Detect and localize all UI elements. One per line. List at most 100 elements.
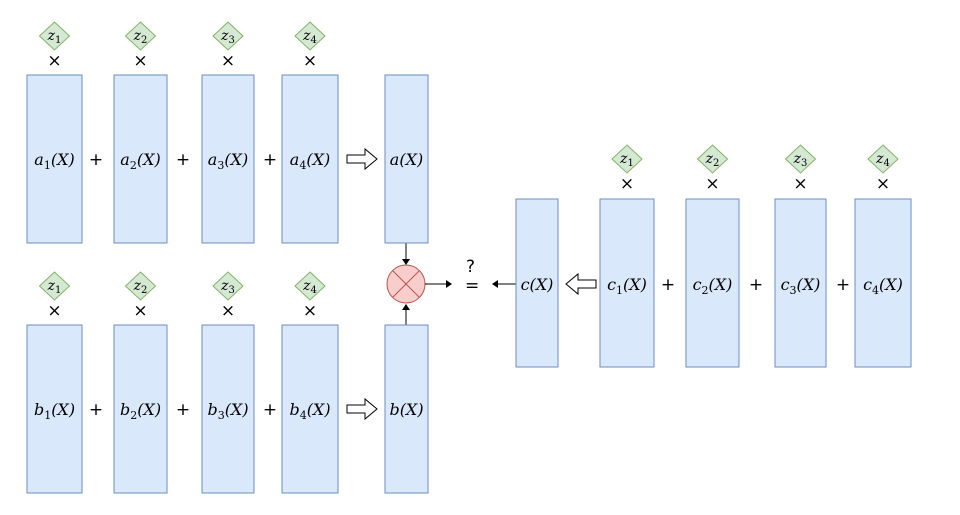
z2-label: z2 xyxy=(133,28,148,46)
plus-sign-1: + xyxy=(89,150,103,170)
z2-weight-diamond: z2 xyxy=(124,21,157,51)
c-result-column xyxy=(515,198,559,368)
b1-column xyxy=(26,324,83,494)
a1-label: a1(X) xyxy=(34,150,74,172)
b-result-column xyxy=(384,324,429,494)
c4-term: z4 × c4(X) xyxy=(854,144,912,368)
question-mark: ? xyxy=(466,257,475,277)
c-result: c(X) xyxy=(515,198,559,368)
arrow-up-icon xyxy=(402,304,410,310)
times-sign-4: × xyxy=(876,174,890,194)
equals-sign: = xyxy=(465,276,479,296)
z4-weight-diamond: z4 xyxy=(294,271,326,301)
z4-label: z4 xyxy=(302,28,317,46)
z2-label: z2 xyxy=(133,278,148,296)
times-sign-2: × xyxy=(133,301,147,321)
times-sign-2: × xyxy=(133,51,147,71)
c2-term: z2 × c2(X) xyxy=(685,144,740,368)
times-sign-1: × xyxy=(620,174,634,194)
b3-column xyxy=(201,324,255,494)
row-b: z1×b1(X)+z2×b2(X)+z3×b3(X)+z4×b4(X)b(X) xyxy=(26,271,429,494)
z1-label: z1 xyxy=(619,151,634,169)
a3-label: a3(X) xyxy=(208,150,248,172)
a-result-column xyxy=(384,74,429,244)
a4-term: z4×a4(X) xyxy=(281,21,339,244)
a-result: a(X) xyxy=(384,74,429,244)
c4-column xyxy=(854,198,912,368)
plus-sign-2: + xyxy=(749,275,763,295)
hollow-arrow-right-icon xyxy=(346,397,378,421)
b1-label: b1(X) xyxy=(34,400,75,422)
z3-weight-diamond: z3 xyxy=(784,144,817,174)
a1-column xyxy=(26,74,83,244)
z3-label: z3 xyxy=(220,278,235,296)
c2-label: c2(X) xyxy=(693,275,733,297)
arrow-right-icon xyxy=(446,280,452,288)
z1-label: z1 xyxy=(47,28,62,46)
b3-term: z3 × b3(X) xyxy=(201,271,255,494)
times-sign-2: × xyxy=(705,174,719,194)
z4-weight-diamond: z4 xyxy=(294,21,326,51)
b4-label: b4(X) xyxy=(289,400,330,422)
z4-label: z4 xyxy=(302,278,317,296)
c3-term: z3×c3(X) xyxy=(774,144,827,368)
z3-label: z3 xyxy=(220,28,235,46)
multiply-node xyxy=(386,264,426,304)
connectors xyxy=(402,243,516,325)
a1-term: z1 × a1(X) xyxy=(26,21,83,244)
b-result: b(X) xyxy=(384,324,429,494)
b1-term: z1× b1(X) xyxy=(26,271,83,494)
plus-sign-1: + xyxy=(89,400,103,420)
a2-term: z2×a2(X) xyxy=(113,21,168,244)
times-sign-4: × xyxy=(303,301,317,321)
b2-term: z2 × b2(X) xyxy=(113,271,168,494)
b2-column xyxy=(113,324,168,494)
c1-label: c1(X) xyxy=(607,275,647,297)
diagram-content: z1×a1(X)+z2×a2(X)+z3×a3(X)+z4×a4(X)a(X)z… xyxy=(26,21,912,494)
c1-term: z1 × c1(X) xyxy=(599,144,655,368)
z2-weight-diamond: z2 xyxy=(124,271,157,301)
times-sign-3: × xyxy=(221,51,235,71)
a4-label: a4(X) xyxy=(290,150,330,172)
plus-sign-3: + xyxy=(263,400,277,420)
a3-term: z3 × a3(X) xyxy=(201,21,255,244)
b3-label: b3(X) xyxy=(207,400,248,422)
a4-column xyxy=(281,74,339,244)
times-sign-1: × xyxy=(47,301,61,321)
z2-weight-diamond: z2 xyxy=(696,144,729,174)
b2-label: b2(X) xyxy=(120,400,161,422)
c1-column xyxy=(599,198,655,368)
c4-label: c4(X) xyxy=(863,275,903,297)
arrow-down-icon xyxy=(402,259,410,265)
z3-label: z3 xyxy=(793,151,808,169)
c-result-label: c(X) xyxy=(521,275,554,294)
times-sign-1: × xyxy=(47,51,61,71)
c3-column xyxy=(774,198,827,368)
c3-label: c3(X) xyxy=(781,275,821,297)
row-c: c(X) z1 × c1(X) + z2 × c2(X) + z3×c3(X) + z4 × c4(X) xyxy=(515,144,912,368)
b4-term: z4 × b4(X) xyxy=(281,271,339,494)
z3-weight-diamond: z3 xyxy=(212,271,244,301)
plus-sign-2: + xyxy=(176,150,190,170)
z2-label: z2 xyxy=(705,151,720,169)
row-a: z1×a1(X)+z2×a2(X)+z3×a3(X)+z4×a4(X)a(X) xyxy=(26,21,429,244)
plus-sign-3: + xyxy=(263,150,277,170)
times-sign-3: × xyxy=(221,301,235,321)
a-result-label: a(X) xyxy=(390,150,423,169)
z1-weight-diamond: z1 xyxy=(38,21,71,51)
plus-sign-2: + xyxy=(176,400,190,420)
a2-column xyxy=(113,74,168,244)
b-result-label: b(X) xyxy=(389,400,423,419)
z3-weight-diamond: z3 xyxy=(212,21,244,51)
hollow-arrow-right-icon xyxy=(346,147,378,171)
plus-sign-1: + xyxy=(661,275,675,295)
a3-column xyxy=(201,74,255,244)
c2-column xyxy=(685,198,740,368)
arrow-left-icon xyxy=(492,280,498,288)
z4-weight-diamond: z4 xyxy=(867,144,899,174)
z1-weight-diamond: z1 xyxy=(38,271,71,301)
z4-label: z4 xyxy=(875,151,890,169)
hollow-arrow-left-icon xyxy=(565,272,597,296)
plus-sign-3: + xyxy=(836,275,850,295)
